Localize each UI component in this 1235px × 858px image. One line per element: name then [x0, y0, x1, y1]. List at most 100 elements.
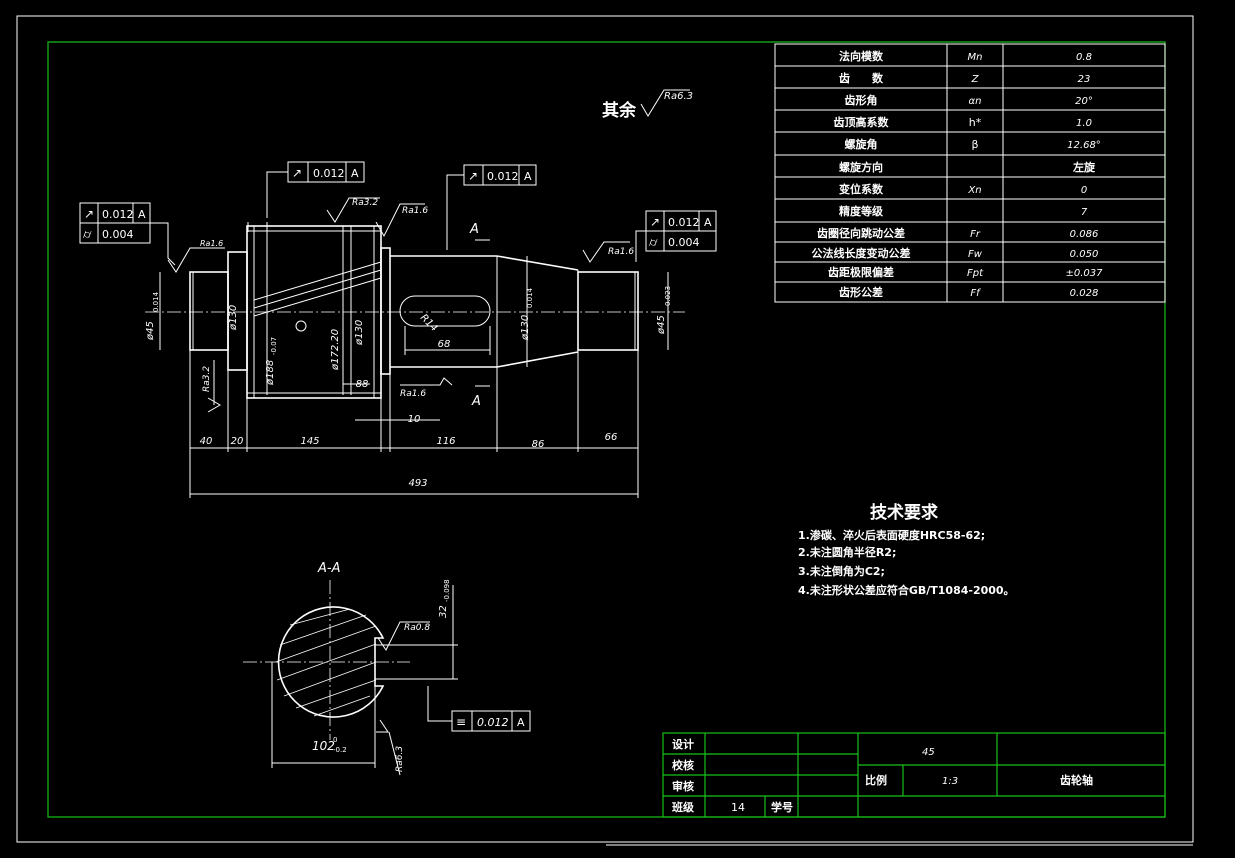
- cylindricity-value: 0.004: [102, 228, 134, 241]
- tb-design-label: 设计: [672, 737, 694, 751]
- tb-id-label: 学号: [771, 800, 793, 814]
- dim-width-102-tol: -0.2: [333, 746, 347, 754]
- section-aa: A-A 102 0 -0.2 32 -0.098 Ra0.8 Ra6.3 ≡ 0…: [243, 561, 531, 776]
- param-value: 20°: [1075, 96, 1093, 107]
- surface-note-prefix: 其余: [602, 100, 637, 121]
- dim-diameter-45-left: ø45: [145, 321, 156, 341]
- datum-letter: A: [704, 216, 712, 229]
- dim-length-68: 68: [438, 339, 451, 350]
- dim-tol-188: -0.07: [270, 337, 278, 355]
- dim-tol-45-right: 0.023: [664, 286, 672, 306]
- runout-symbol: ↗: [468, 169, 478, 183]
- dim-width-102: 102: [312, 739, 335, 753]
- dim-width-32: 32: [438, 605, 449, 618]
- tech-req-item: 2.未注圆角半径R2;: [798, 545, 896, 559]
- roughness-label: Ra3.2: [352, 198, 378, 208]
- roughness-label: Ra3.2: [202, 366, 212, 392]
- symmetry-symbol: ≡: [456, 715, 466, 729]
- param-name: 螺旋方向: [839, 160, 883, 174]
- dim-length-66: 66: [605, 432, 618, 443]
- tolerance-frame-left: ↗ 0.012 A ⌭ 0.004: [79, 202, 176, 266]
- tb-check-label: 校核: [672, 758, 694, 772]
- roughness-label: Ra1.6: [402, 206, 428, 216]
- technical-requirements: 技术要求 1.渗碳、淬火后表面硬度HRC58-62; 2.未注圆角半径R2; 3…: [798, 502, 1015, 597]
- param-name: 齿 数: [839, 71, 884, 85]
- tolerance-frame-gear: ↗ 0.012 A: [266, 161, 365, 218]
- param-name: 螺旋角: [845, 137, 878, 151]
- dim-zero: 0: [333, 736, 337, 744]
- dim-diameter-172: ø172.20: [330, 329, 341, 371]
- dimension-lines: 40 20 145 10 116 86 66 493 88 68 R14 ø45…: [145, 222, 672, 498]
- runout-value: 0.012: [313, 167, 345, 180]
- tb-scale-label: 比例: [865, 773, 887, 787]
- title-block: 设计 校核 审核 班级 14 学号 45 比例 1:3 齿轮轴: [662, 732, 1166, 818]
- section-marker-bottom: A: [471, 394, 481, 409]
- gear-parameter-table: 法向模数 Mn 0.8 齿 数 Z 23 齿形角 αn 20° 齿顶高系数 h*…: [774, 43, 1166, 303]
- tolerance-frame-mid: ↗ 0.012 A: [446, 164, 537, 250]
- dim-tol-130-right: 0.014: [526, 287, 534, 308]
- param-value: 左旋: [1072, 160, 1096, 174]
- tech-req-title: 技术要求: [870, 502, 938, 523]
- dim-diameter-188: ø188: [265, 360, 276, 386]
- cylindricity-value: 0.004: [668, 236, 700, 249]
- param-symbol: β: [971, 138, 978, 151]
- dim-length-86: 86: [532, 439, 545, 450]
- tolerance-frame-right: ↗ 0.012 A ⌭ 0.004: [635, 210, 717, 262]
- tb-part-name: 齿轮轴: [1060, 773, 1093, 787]
- dim-length-40: 40: [200, 436, 213, 447]
- cylindricity-symbol: ⌭: [649, 235, 658, 249]
- roughness-label: Ra6.3: [395, 746, 405, 772]
- tech-req-item: 3.未注倒角为C2;: [798, 564, 885, 578]
- param-symbol: αn: [969, 96, 982, 107]
- param-value: 0: [1081, 185, 1087, 196]
- runout-value: 0.012: [102, 208, 134, 221]
- dim-diameter-130: ø130: [228, 305, 239, 331]
- param-symbol: Z: [971, 74, 980, 85]
- roughness-label: Ra1.6: [200, 239, 223, 248]
- cylindricity-symbol: ⌭: [83, 227, 92, 241]
- section-marker-top: A: [469, 222, 479, 237]
- param-name: 法向模数: [839, 49, 884, 63]
- runout-symbol: ↗: [292, 166, 302, 180]
- symmetry-value: 0.012: [477, 716, 509, 729]
- dim-width-32-tol: -0.098: [443, 579, 451, 602]
- surface-roughness-note: 其余 Ra6.3: [602, 89, 693, 121]
- param-symbol: Fw: [968, 249, 983, 260]
- tb-class-value: 14: [731, 801, 745, 814]
- param-value: 0.8: [1076, 52, 1092, 63]
- param-name: 变位系数: [839, 182, 884, 196]
- dim-length-88: 88: [356, 379, 369, 390]
- param-symbol: h*: [969, 116, 982, 129]
- datum-letter: A: [351, 167, 359, 180]
- tb-scale-value: 1:3: [942, 776, 958, 787]
- param-value: 12.68°: [1067, 140, 1101, 151]
- section-title: A-A: [317, 561, 340, 576]
- runout-symbol: ↗: [84, 207, 94, 221]
- param-name: 齿顶高系数: [834, 115, 890, 129]
- datum-letter: A: [517, 716, 525, 729]
- dim-length-20: 20: [231, 436, 244, 447]
- outer-sheet-border: [16, 15, 1194, 843]
- dim-length-493: 493: [408, 478, 427, 489]
- surface-note-value: Ra6.3: [664, 91, 693, 102]
- param-symbol: Mn: [968, 52, 983, 63]
- param-value: 0.086: [1070, 229, 1099, 240]
- param-name: 齿距极限偏差: [828, 265, 894, 279]
- param-value: 0.050: [1070, 249, 1099, 260]
- roughness-label: Ra0.8: [404, 623, 430, 633]
- param-value: 23: [1078, 74, 1091, 85]
- datum-letter: A: [524, 170, 532, 183]
- dim-diameter-130b: ø130: [354, 320, 365, 346]
- param-value: ±0.037: [1065, 268, 1103, 279]
- shaft-main-view: [145, 222, 685, 399]
- param-symbol: Fr: [970, 229, 981, 240]
- param-name: 齿圈径向跳动公差: [817, 226, 905, 240]
- dim-length-116: 116: [436, 436, 455, 447]
- runout-value: 0.012: [668, 216, 700, 229]
- param-value: 0.028: [1070, 288, 1099, 299]
- runout-value: 0.012: [487, 170, 519, 183]
- param-symbol: Xn: [967, 185, 981, 196]
- tech-req-item: 4.未注形状公差应符合GB/T1084-2000。: [798, 583, 1015, 597]
- roughness-label: Ra1.6: [608, 247, 634, 257]
